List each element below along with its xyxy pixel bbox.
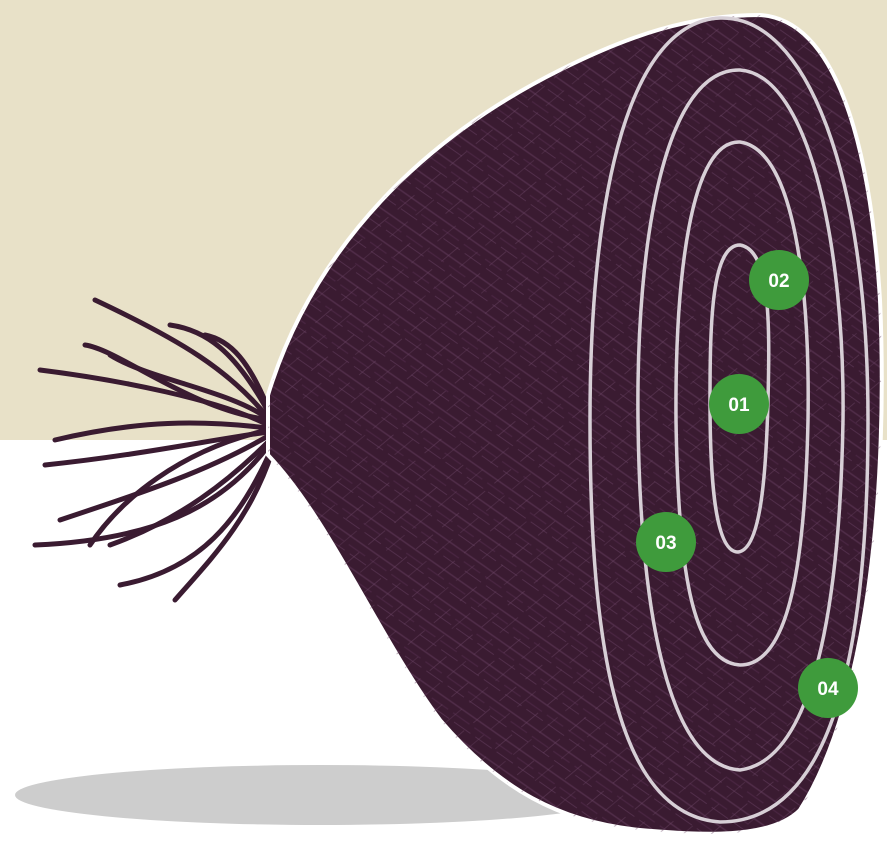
marker-04-label: 04 [817, 679, 839, 700]
marker-02: 02 [749, 250, 809, 310]
marker-01-label: 01 [728, 395, 750, 416]
marker-04: 04 [798, 658, 858, 718]
marker-01: 01 [709, 374, 769, 434]
marker-02-label: 02 [768, 271, 789, 292]
marker-03: 03 [636, 512, 696, 572]
marker-03-label: 03 [655, 533, 676, 554]
